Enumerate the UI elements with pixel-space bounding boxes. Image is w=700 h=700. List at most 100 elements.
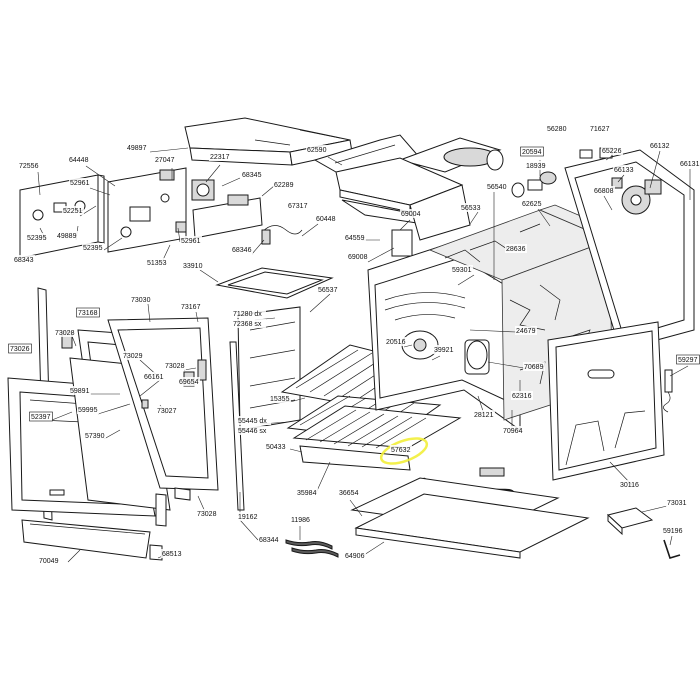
part-label-l62316: 62316 — [511, 391, 533, 400]
part-label-bg — [344, 551, 366, 560]
part-label-l57390: 57390 — [84, 431, 106, 440]
part-number-text: 28121 — [474, 412, 494, 419]
part-number-text: 20594 — [522, 149, 542, 156]
part-label-bg — [56, 231, 78, 240]
part-label-l33910: 33910 — [182, 261, 204, 270]
part-label-bg — [521, 199, 543, 208]
part-number-text: 60448 — [316, 216, 336, 223]
part-number-text: 73027 — [157, 408, 177, 415]
part-label-l59995: 59995 — [77, 405, 99, 414]
part-label-bg — [515, 326, 537, 335]
part-number-text: 55445 dx — [238, 418, 267, 425]
part-number-text: 71280 dx — [233, 311, 262, 318]
rear-fan-housing — [511, 147, 695, 413]
part-label-bg — [601, 146, 623, 155]
part-label-l73026: 73026 — [8, 343, 32, 354]
part-number-text: 71627 — [590, 126, 610, 133]
part-label-bg — [180, 302, 202, 311]
part-label-bg — [143, 372, 165, 381]
part-label-bg — [662, 526, 684, 535]
part-number-text: 35984 — [297, 490, 317, 497]
part-label-l30116: 30116 — [619, 480, 641, 489]
part-number-text: 73028 — [55, 330, 75, 337]
part-label-l73028b: 73028 — [164, 361, 186, 370]
part-label-l52395b: 52395 — [82, 243, 104, 252]
part-number-text: 52961 — [181, 238, 201, 245]
part-label-l56533: 56533 — [460, 203, 482, 212]
part-label-l66133: 66133 — [613, 165, 635, 174]
part-number-text: 56280 — [547, 126, 567, 133]
part-number-text: 64448 — [69, 157, 89, 164]
part-number-text: 70049 — [39, 558, 59, 565]
part-label-l66808: 66808 — [593, 186, 615, 195]
part-number-text: 27047 — [155, 157, 175, 164]
part-label-bg — [232, 319, 266, 328]
part-number-text: 66161 — [144, 374, 164, 381]
front-control-panel — [19, 167, 303, 259]
part-label-bg — [546, 124, 568, 133]
part-label-bg — [460, 203, 482, 212]
part-number-text: 57632 — [391, 447, 411, 454]
part-label-bg — [164, 361, 186, 370]
part-label-l52961a: 52961 — [69, 178, 91, 187]
part-label-bg — [178, 377, 200, 386]
part-label-bg — [26, 233, 48, 242]
part-number-text: 69008 — [348, 254, 368, 261]
part-label-bg — [502, 426, 524, 435]
part-number-text: 68344 — [259, 537, 279, 544]
part-label-l55445: 55445 dx — [237, 416, 271, 425]
part-number-text: 73026 — [10, 346, 30, 353]
part-label-box — [29, 411, 53, 422]
part-number-text: 66133 — [614, 167, 634, 174]
part-number-text: 62289 — [274, 182, 294, 189]
part-label-l59301: 59301 — [451, 265, 473, 274]
part-label-bg — [619, 480, 641, 489]
part-label-l60448: 60448 — [315, 214, 337, 223]
door-bottom-hinge-bar — [21, 519, 151, 559]
part-label-bg — [679, 159, 700, 168]
part-label-l73030: 73030 — [130, 295, 152, 304]
part-number-text: 66808 — [594, 188, 614, 195]
part-number-text: 49897 — [127, 145, 147, 152]
part-label-l56540: 56540 — [486, 182, 508, 191]
part-label-bg — [54, 328, 76, 337]
part-label-bg — [180, 236, 202, 245]
part-number-text: 52961 — [70, 180, 90, 187]
part-label-bg — [156, 406, 178, 415]
part-label-l66161: 66161 — [143, 372, 165, 381]
part-label-l71280: 71280 dx — [232, 309, 266, 318]
part-number-text: 18939 — [526, 163, 546, 170]
part-number-text: 69654 — [179, 379, 199, 386]
part-number-text: 28636 — [506, 246, 526, 253]
part-number-text: 56540 — [487, 184, 507, 191]
part-label-bg — [13, 255, 35, 264]
part-number-text: 68513 — [162, 551, 182, 558]
part-label-bg — [130, 295, 152, 304]
part-label-l28121: 28121 — [473, 410, 495, 419]
part-label-l73028c: 73028 — [196, 509, 218, 518]
part-label-l64906: 64906 — [344, 551, 366, 560]
part-number-text: 59297 — [678, 357, 698, 364]
part-label-bg — [68, 155, 90, 164]
part-number-text: 68345 — [242, 172, 262, 179]
part-label-l62590: 62590 — [306, 145, 328, 154]
part-number-text: 66132 — [650, 143, 670, 150]
part-number-text: 52395 — [83, 245, 103, 252]
part-number-text: 73167 — [181, 304, 201, 311]
part-number-text: 73028 — [165, 363, 185, 370]
part-label-l49889: 49889 — [56, 231, 78, 240]
inner-door-panel — [547, 321, 665, 481]
part-label-l56280: 56280 — [546, 124, 568, 133]
part-label-bg — [523, 362, 545, 371]
part-label-box — [76, 307, 100, 318]
part-label-bg — [231, 245, 253, 254]
part-label-l64559: 64559 — [344, 233, 366, 242]
part-label-l68345: 68345 — [241, 170, 263, 179]
part-label-l51353: 51353 — [146, 258, 168, 267]
part-label-bg — [317, 285, 339, 294]
part-number-text: 52251 — [63, 208, 83, 215]
part-number-text: 20516 — [386, 339, 406, 346]
part-label-l56537: 56537 — [317, 285, 339, 294]
part-label-bg — [232, 309, 266, 318]
